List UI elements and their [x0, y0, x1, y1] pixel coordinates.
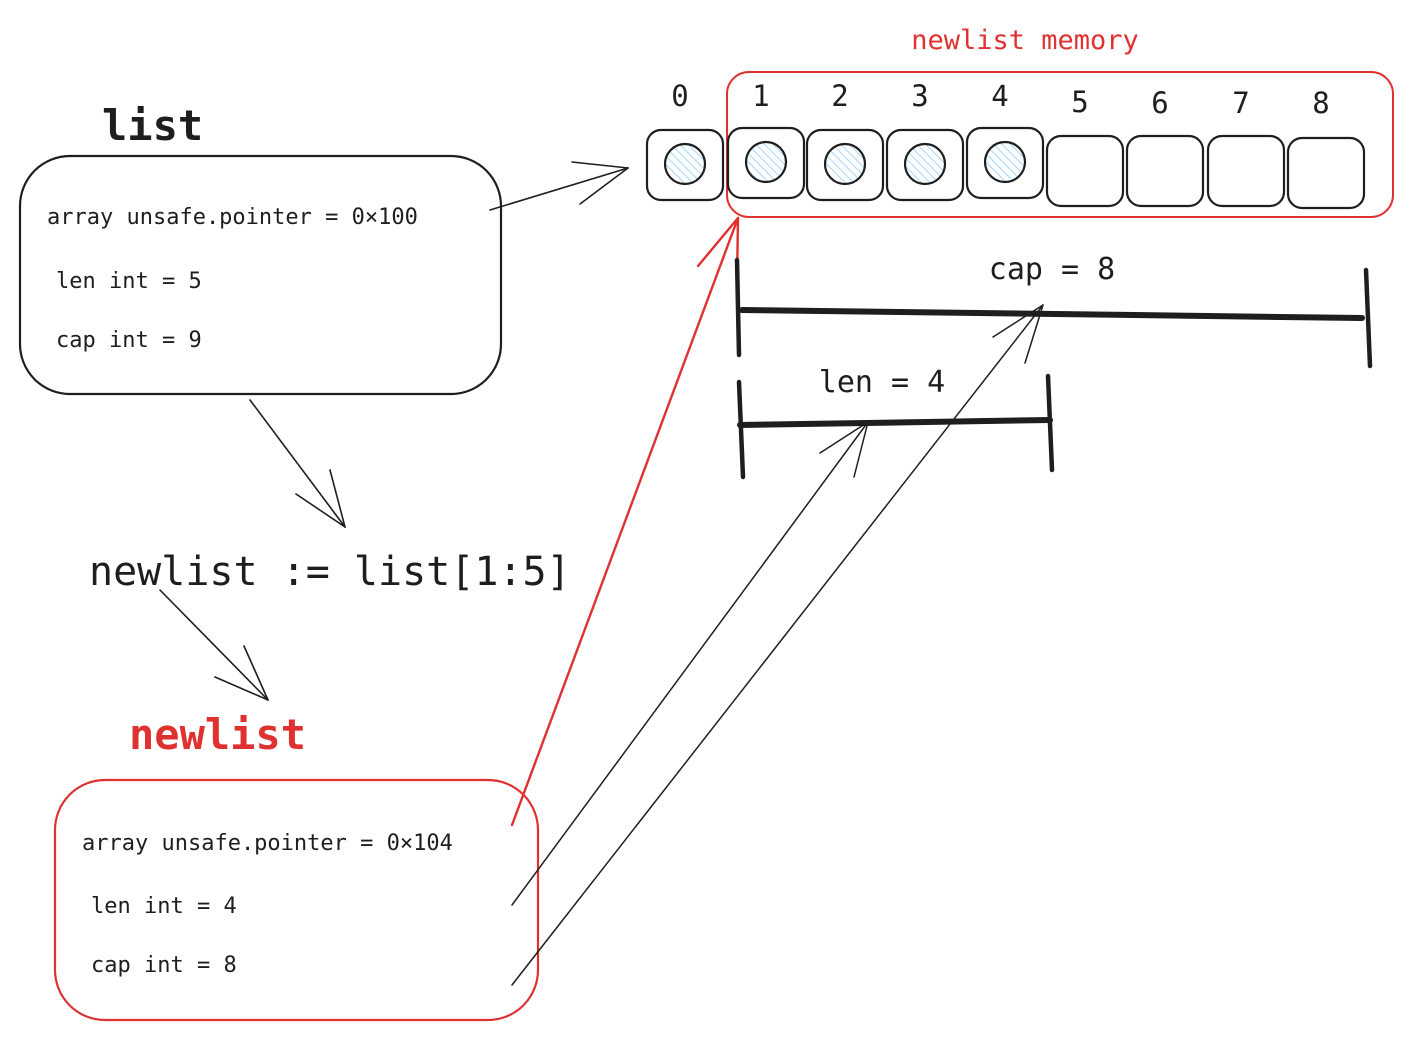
memory-cell-value-dot [823, 142, 867, 186]
newlist-field-array: array unsafe.pointer = 0×104 [82, 831, 453, 856]
memory-cell-0 [645, 128, 725, 202]
list-field-len: len int = 5 [56, 269, 202, 294]
list-pointer-arrow [489, 161, 629, 211]
len-range-bar [736, 373, 1055, 480]
slice-expression: newlist := list[1:5] [89, 549, 571, 595]
memory-index-4: 4 [991, 79, 1008, 113]
memory-cell-value-dot [744, 140, 788, 184]
memory-region-title: newlist memory [911, 25, 1139, 56]
newlist-pointer-arrow [510, 216, 740, 827]
newlist-struct-box [53, 778, 540, 1022]
cap-range-label: cap = 8 [989, 252, 1115, 287]
newlist-cap-arrow [511, 304, 1044, 986]
len-range-label: len = 4 [819, 365, 945, 400]
memory-index-3: 3 [911, 79, 928, 113]
list-label: list [102, 101, 203, 150]
memory-index-8: 8 [1312, 86, 1329, 120]
memory-region-outline [726, 71, 1394, 218]
list-field-array: array unsafe.pointer = 0×100 [47, 205, 418, 230]
memory-cell-2 [805, 128, 885, 202]
newlist-field-len: len int = 4 [91, 894, 237, 919]
memory-cells: 0 1 2 3 4 5 6 7 8 [645, 79, 1366, 210]
list-field-cap: cap int = 9 [56, 328, 202, 353]
memory-index-0: 0 [671, 79, 688, 113]
slicing-arrow-down [249, 399, 346, 528]
memory-cell-5 [1045, 134, 1125, 208]
memory-cell-3 [885, 128, 965, 202]
newlist-field-cap: cap int = 8 [91, 953, 237, 978]
memory-index-7: 7 [1232, 86, 1249, 120]
memory-cell-value-dot [663, 142, 707, 186]
memory-cell-4 [965, 126, 1045, 200]
memory-index-5: 5 [1071, 85, 1088, 119]
cap-range-bar [734, 257, 1373, 369]
result-arrow-down [159, 589, 269, 701]
newlist-len-arrow [511, 421, 869, 906]
memory-cell-value-dot [983, 140, 1027, 184]
memory-index-1: 1 [752, 79, 769, 113]
memory-index-6: 6 [1151, 86, 1168, 120]
memory-index-2: 2 [831, 79, 848, 113]
memory-cell-7 [1206, 134, 1286, 208]
memory-cell-6 [1125, 134, 1205, 208]
list-struct-box [18, 154, 503, 396]
memory-cell-value-dot [903, 142, 947, 186]
memory-cell-8 [1286, 136, 1366, 210]
newlist-label: newlist [129, 710, 306, 759]
memory-cell-1 [726, 126, 806, 200]
